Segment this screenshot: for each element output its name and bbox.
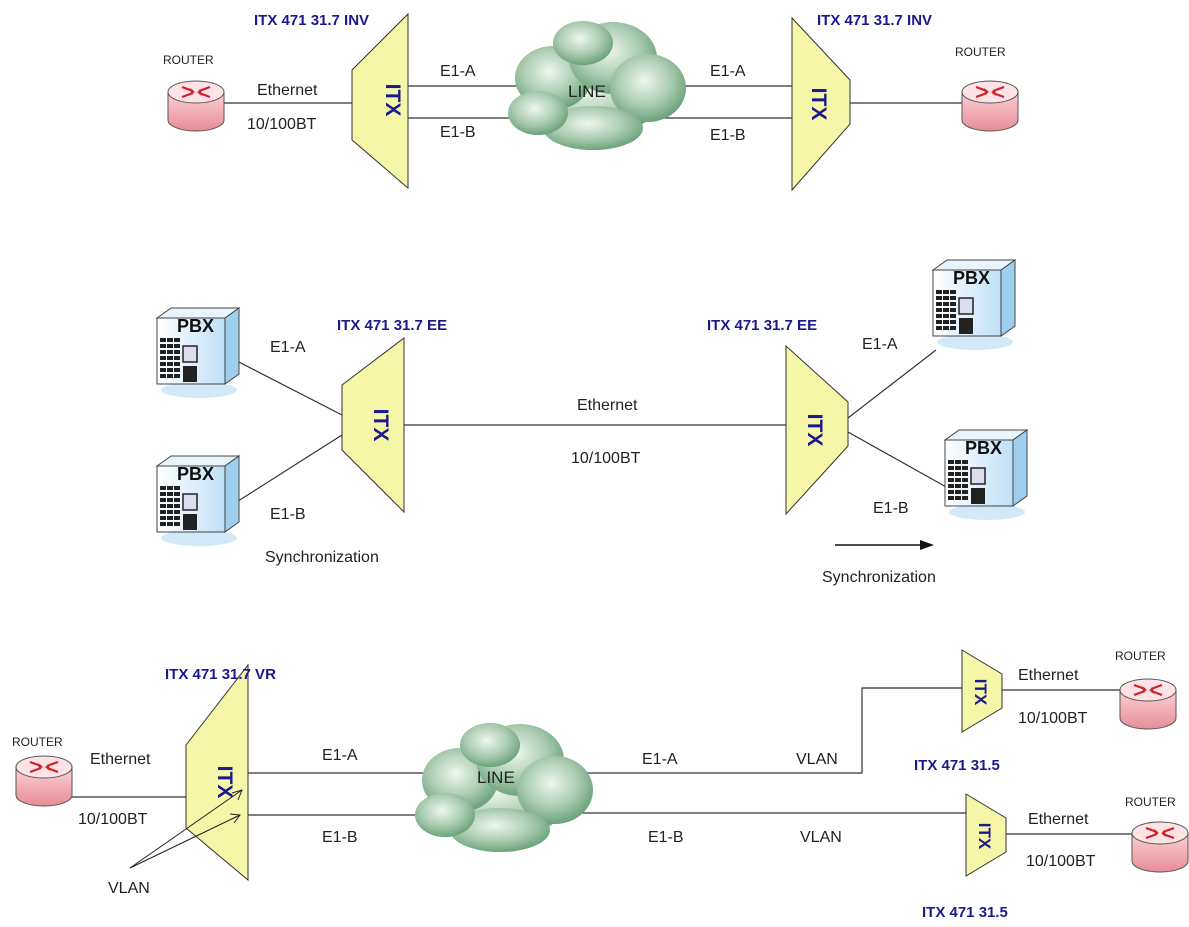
router-label: ROUTER — [955, 45, 1006, 59]
link-label: E1-A — [322, 747, 358, 764]
link-label: E1-A — [440, 63, 476, 80]
link-label: E1-B — [873, 500, 909, 517]
link-label: E1-A — [862, 336, 898, 353]
line-cloud — [415, 723, 593, 852]
pbx-label: PBX — [965, 438, 1002, 458]
device-label: ITX 471 31.7 INV — [817, 12, 932, 29]
pbx-label: PBX — [177, 464, 214, 484]
cloud-label: LINE — [568, 82, 606, 101]
speed-label: 10/100BT — [247, 116, 317, 133]
vlan-label: VLAN — [108, 880, 150, 897]
ethernet-label: Ethernet — [257, 82, 318, 99]
cloud-label: LINE — [477, 768, 515, 787]
sync-label: Synchronization — [822, 569, 936, 586]
router-label: ROUTER — [12, 735, 63, 749]
e1a-link-left — [234, 359, 343, 416]
itx-device-right — [785, 344, 849, 516]
itx-label: ITX — [381, 84, 404, 117]
e1b-link-left — [234, 434, 343, 504]
topology-2: PBX PBX PBX PBX ITX ITX ITX 471 31.7 EE … — [156, 259, 1028, 586]
vlan-arrow-head — [231, 789, 243, 801]
e1b-link-right — [847, 431, 949, 489]
device-label: ITX 471 31.5 — [914, 757, 1000, 774]
link-label: E1-A — [642, 751, 678, 768]
itx-device-remote-top — [961, 649, 1003, 733]
topology-1: LINE ROUTER ROUTER ITX ITX ITX 471 31.7 … — [163, 12, 1020, 192]
itx-device-right — [791, 16, 851, 192]
router-icon — [166, 79, 226, 133]
vlan-arrow — [129, 789, 243, 869]
vlan-arrow-head — [229, 813, 241, 824]
router-icon — [960, 79, 1020, 133]
itx-label: ITX — [803, 414, 826, 447]
device-label: ITX 471 31.7 INV — [254, 12, 369, 29]
router-icon — [1130, 820, 1189, 874]
topology-3: LINE ITX ITX ITX ROUTER ROUTER ROUTER IT… — [12, 649, 1189, 921]
link-label: E1-B — [710, 127, 746, 144]
itx-label: ITX — [975, 823, 994, 850]
link-label: E1-B — [322, 829, 358, 846]
itx-label: ITX — [213, 766, 236, 799]
device-label: ITX 471 31.7 EE — [707, 317, 817, 334]
itx-label: ITX — [369, 409, 392, 442]
link-label: E1-B — [270, 506, 306, 523]
speed-label: 10/100BT — [571, 450, 641, 467]
speed-label: 10/100BT — [1026, 853, 1096, 870]
pbx-label: PBX — [177, 316, 214, 336]
ethernet-label: Ethernet — [1018, 667, 1079, 684]
ethernet-label: Ethernet — [90, 751, 151, 768]
itx-device-left — [341, 336, 405, 514]
pbx-label: PBX — [953, 268, 990, 288]
device-label: ITX 471 31.7 VR — [165, 666, 276, 683]
vlan-arrow — [129, 814, 241, 869]
e1a-link-right — [580, 687, 962, 774]
e1a-link-right — [847, 349, 937, 419]
link-label: E1-A — [270, 339, 306, 356]
router-label: ROUTER — [163, 53, 214, 67]
link-label: E1-B — [440, 124, 476, 141]
sync-arrow-head — [920, 540, 934, 550]
sync-label: Synchronization — [265, 549, 379, 566]
router-icon — [14, 754, 74, 808]
itx-device-main — [185, 663, 249, 882]
router-icon — [1118, 677, 1178, 731]
speed-label: 10/100BT — [1018, 710, 1088, 727]
device-label: ITX 471 31.5 — [922, 904, 1008, 921]
device-label: ITX 471 31.7 EE — [337, 317, 447, 334]
itx-label: ITX — [971, 679, 990, 706]
link-label: E1-B — [648, 829, 684, 846]
link-label: E1-A — [710, 63, 746, 80]
speed-label: 10/100BT — [78, 811, 148, 828]
itx-label: ITX — [807, 88, 830, 121]
vlan-label: VLAN — [800, 829, 842, 846]
router-label: ROUTER — [1125, 795, 1176, 809]
router-label: ROUTER — [1115, 649, 1166, 663]
ethernet-label: Ethernet — [577, 397, 638, 414]
itx-device-left — [351, 12, 409, 190]
itx-device-remote-bottom — [965, 793, 1007, 877]
vlan-label: VLAN — [796, 751, 838, 768]
ethernet-label: Ethernet — [1028, 811, 1089, 828]
